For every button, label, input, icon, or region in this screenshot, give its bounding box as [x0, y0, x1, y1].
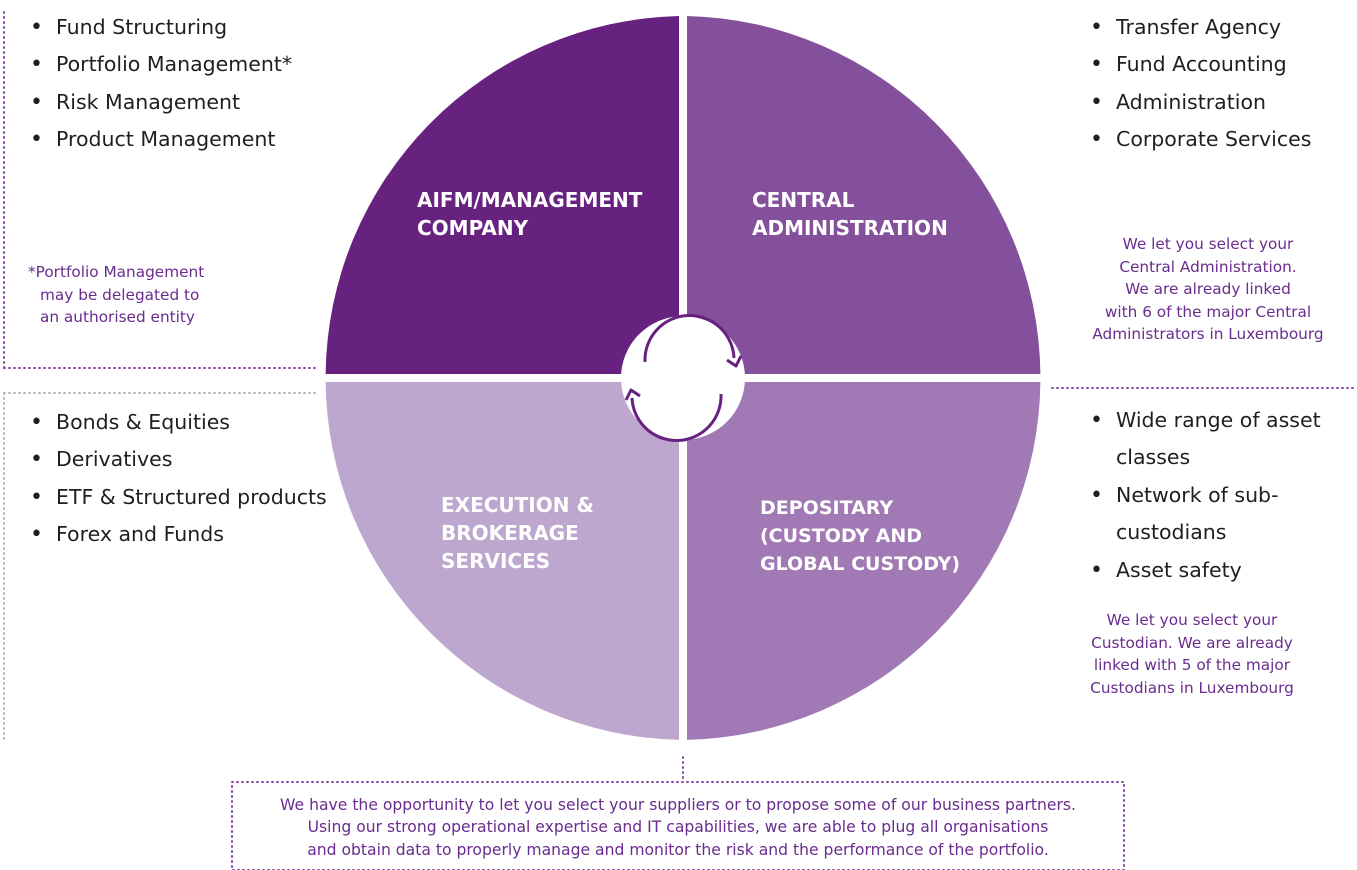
quadrant-label-line: EXECUTION & — [441, 493, 594, 517]
quadrant-bottom-left — [325, 382, 679, 740]
note-line: Administrators in Luxembourg — [1092, 325, 1324, 343]
note-line: We have the opportunity to let you selec… — [280, 796, 1076, 814]
list-item: Network of sub-custodians — [1088, 477, 1348, 552]
portfolio-management-footnote: *Portfolio Management may be delegated t… — [28, 261, 204, 329]
list-item: Fund Accounting — [1088, 46, 1311, 84]
note-line: with 6 of the major Central — [1104, 302, 1312, 321]
list-item: ETF & Structured products — [28, 479, 327, 517]
list-item: Risk Management — [28, 84, 292, 122]
note-line: *Portfolio Management — [28, 263, 205, 281]
quadrant-top-right — [687, 16, 1041, 374]
dotted-guides — [3, 11, 1355, 870]
list-item: Portfolio Management* — [28, 46, 292, 84]
quadrant-label-line: GLOBAL CUSTODY) — [760, 553, 961, 575]
list-item: Wide range of asset classes — [1088, 402, 1348, 477]
list-item: Fund Structuring — [28, 9, 292, 47]
list-item: Forex and Funds — [28, 516, 327, 554]
list-item: Bonds & Equities — [28, 404, 327, 442]
quadrant-label-depositary: DEPOSITARY (CUSTODY AND GLOBAL CUSTODY) — [760, 494, 960, 578]
aifm-services-list: Fund Structuring Portfolio Management* R… — [28, 9, 292, 159]
note-line: may be delegated to — [40, 285, 200, 304]
note-line: Central Administration. — [1119, 257, 1297, 276]
list-item: Asset safety — [1088, 552, 1348, 590]
quadrant-label-central-administration: CENTRAL ADMINISTRATION — [752, 186, 948, 242]
list-item: Transfer Agency — [1088, 9, 1311, 47]
quadrant-label-line: COMPANY — [417, 216, 529, 240]
list-item: Corporate Services — [1088, 121, 1311, 159]
cycle-arrows-icon — [621, 314, 745, 442]
note-line: We let you select your — [1106, 611, 1278, 629]
depositary-services-list: Wide range of asset classes Network of s… — [1088, 402, 1348, 589]
list-item: Administration — [1088, 84, 1311, 122]
note-line: linked with 5 of the major — [1093, 656, 1291, 674]
note-line: We are already linked — [1125, 280, 1291, 298]
execution-services-list: Bonds & Equities Derivatives ETF & Struc… — [28, 404, 327, 554]
central-administration-note: We let you select your Central Administr… — [1062, 233, 1354, 346]
note-line: Custodians in Luxembourg — [1090, 678, 1294, 697]
quadrant-label-aifm: AIFM/MANAGEMENT COMPANY — [417, 186, 642, 242]
list-item: Product Management — [28, 121, 292, 159]
note-line: and obtain data to properly manage and m… — [307, 840, 1049, 859]
quadrant-label-line: (CUSTODY AND — [760, 525, 922, 547]
quadrant-label-line: DEPOSITARY — [760, 497, 894, 519]
list-item: Derivatives — [28, 441, 327, 479]
note-line: We let you select your — [1122, 235, 1294, 253]
central-administration-services-list: Transfer Agency Fund Accounting Administ… — [1088, 9, 1311, 159]
note-line: Using our strong operational expertise a… — [307, 818, 1049, 837]
quadrant-label-line: BROKERAGE — [441, 521, 579, 545]
quadrant-bottom-right — [687, 382, 1041, 740]
guide-bottom-box — [231, 781, 1125, 870]
note-line: Custodian. We are already — [1091, 633, 1293, 652]
quadrant-label-line: CENTRAL — [752, 188, 855, 212]
quadrant-label-line: SERVICES — [441, 549, 551, 573]
quadrant-top-left — [325, 16, 679, 374]
quadrant-label-line: ADMINISTRATION — [752, 216, 948, 240]
note-line: an authorised entity — [40, 308, 195, 326]
custodian-note: We let you select your Custodian. We are… — [1068, 609, 1316, 699]
quadrant-label-execution-brokerage: EXECUTION & BROKERAGE SERVICES — [441, 491, 594, 575]
quadrant-label-line: AIFM/MANAGEMENT — [417, 188, 643, 212]
suppliers-statement: We have the opportunity to let you selec… — [232, 794, 1124, 861]
